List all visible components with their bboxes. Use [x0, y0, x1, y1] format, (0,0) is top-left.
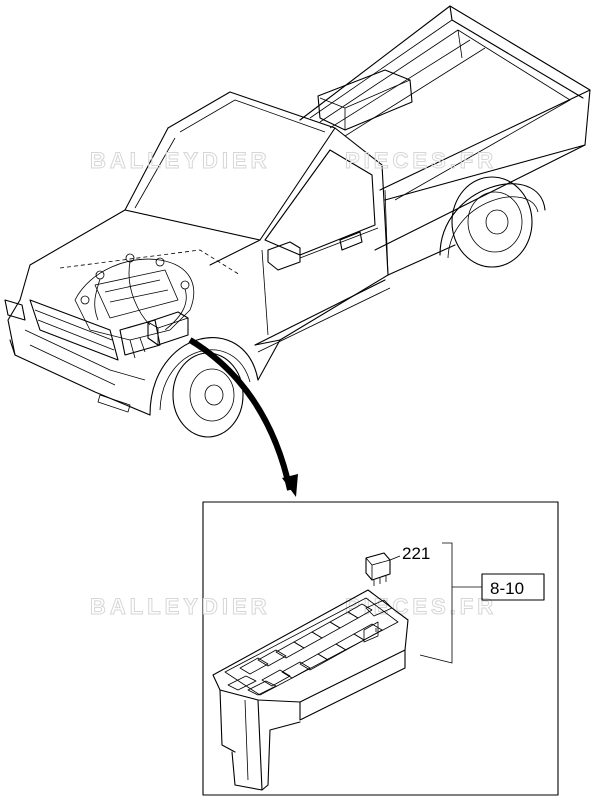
- watermark-text-top-right: PIECES.FR: [345, 148, 497, 173]
- watermark-text-bottom-right: PIECES.FR: [345, 594, 497, 619]
- relay-part: [365, 552, 391, 586]
- fuse-box: [212, 589, 409, 791]
- callout-leaders: [375, 542, 482, 664]
- detail-frame: [202, 501, 559, 796]
- pickup-truck-illustration: [4, 5, 591, 438]
- watermark-text-top-left: BALLEYDIER: [90, 148, 271, 173]
- leader-arrow: [188, 337, 298, 497]
- watermark: BALLEYDIER PIECES.FR BALLEYDIER PIECES.F…: [90, 148, 497, 620]
- watermark-text-bottom-left: BALLEYDIER: [90, 594, 271, 619]
- part-number-label: 221: [402, 544, 430, 563]
- reference-box: [481, 573, 545, 601]
- reference-label: 8-10: [490, 579, 524, 598]
